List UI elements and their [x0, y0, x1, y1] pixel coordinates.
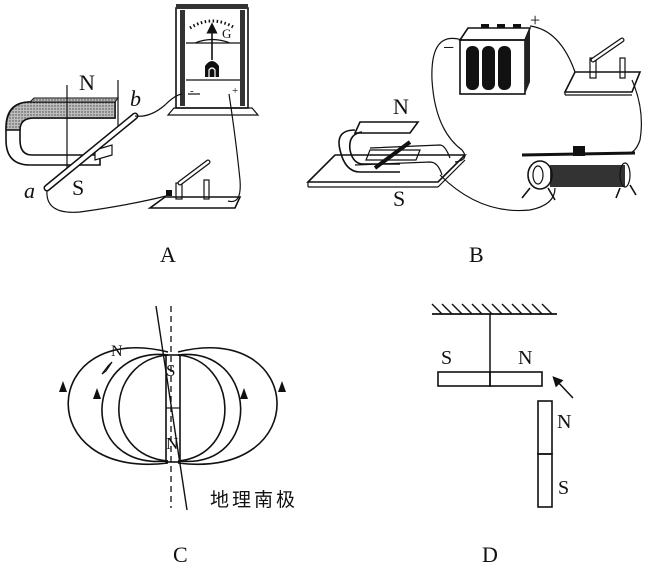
label-vert-top: N — [557, 411, 571, 433]
arrow-up-icon — [278, 381, 286, 392]
label-end-b: b — [130, 86, 141, 111]
label-end-a: a — [24, 178, 35, 203]
label-bar-bottom: N — [166, 434, 178, 453]
label-north-b: N — [393, 94, 409, 119]
wire-battery-to-switch — [529, 25, 576, 73]
rheostat — [521, 146, 637, 201]
label-meter-plus: + — [232, 85, 238, 97]
horseshoe-magnet — [5, 97, 119, 166]
label-compass-north: N — [111, 343, 123, 360]
rod-b — [373, 140, 412, 170]
rail-front — [354, 161, 443, 176]
compass-needle — [101, 361, 113, 375]
caption-d: D — [482, 542, 498, 567]
label-meter-minus: - — [190, 85, 194, 97]
label-battery-minus: − — [443, 37, 454, 59]
ceiling-hatch — [431, 303, 553, 315]
label-battery-plus: + — [530, 10, 540, 30]
label-vert-bottom: S — [558, 477, 569, 499]
galvanometer: G - + — [166, 4, 260, 116]
magnetic-axis — [155, 305, 188, 511]
panel-b: N S − + — [306, 10, 642, 267]
conductor-rod — [43, 112, 139, 192]
field-line-inner-left — [118, 354, 169, 462]
knife-switch-b — [563, 37, 642, 96]
standing-magnet-north-half — [537, 400, 553, 455]
label-north: N — [79, 70, 95, 95]
label-south-b: S — [393, 186, 405, 211]
panel-d: S N N S D — [431, 303, 574, 567]
wire-a-to-switch — [46, 189, 167, 213]
caption-a: A — [160, 242, 176, 267]
field-line-inner-right — [177, 354, 226, 462]
label-hung-right: N — [518, 347, 532, 369]
panel-c: N S N 地理南极 C — [59, 305, 298, 567]
caption-b: B — [469, 242, 484, 267]
label-south: S — [72, 175, 84, 200]
wire-rail-to-rheostat — [439, 174, 556, 212]
field-line-middle-left — [101, 353, 169, 463]
field-line-middle-right — [177, 353, 242, 463]
panel-a: N S a b G - + — [5, 4, 260, 267]
horseshoe-magnet-b — [338, 121, 421, 173]
arrow-icon — [552, 376, 574, 399]
arrow-up-icon — [59, 381, 67, 392]
hanging-magnet-north-half — [489, 371, 543, 387]
label-geographic-south-pole: 地理南极 — [210, 489, 298, 511]
battery — [458, 24, 532, 95]
field-line-outer-left — [67, 346, 169, 466]
wire-meter-to-switch — [227, 93, 241, 203]
label-meter-g: G — [222, 26, 231, 41]
caption-c: C — [173, 542, 188, 567]
wire-b-to-meter — [134, 93, 183, 117]
knife-switch-a — [147, 159, 242, 209]
arrow-up-icon — [240, 388, 248, 399]
arrow-up-icon — [93, 388, 101, 399]
label-hung-left: S — [441, 347, 452, 369]
standing-magnet-south-half — [537, 453, 553, 508]
field-line-outer-right — [177, 346, 278, 466]
hanging-magnet-south-half — [437, 371, 491, 387]
wire-battery-to-rail — [431, 37, 466, 163]
rail-back — [369, 144, 451, 159]
wire-switch-to-rheostat — [627, 79, 642, 155]
